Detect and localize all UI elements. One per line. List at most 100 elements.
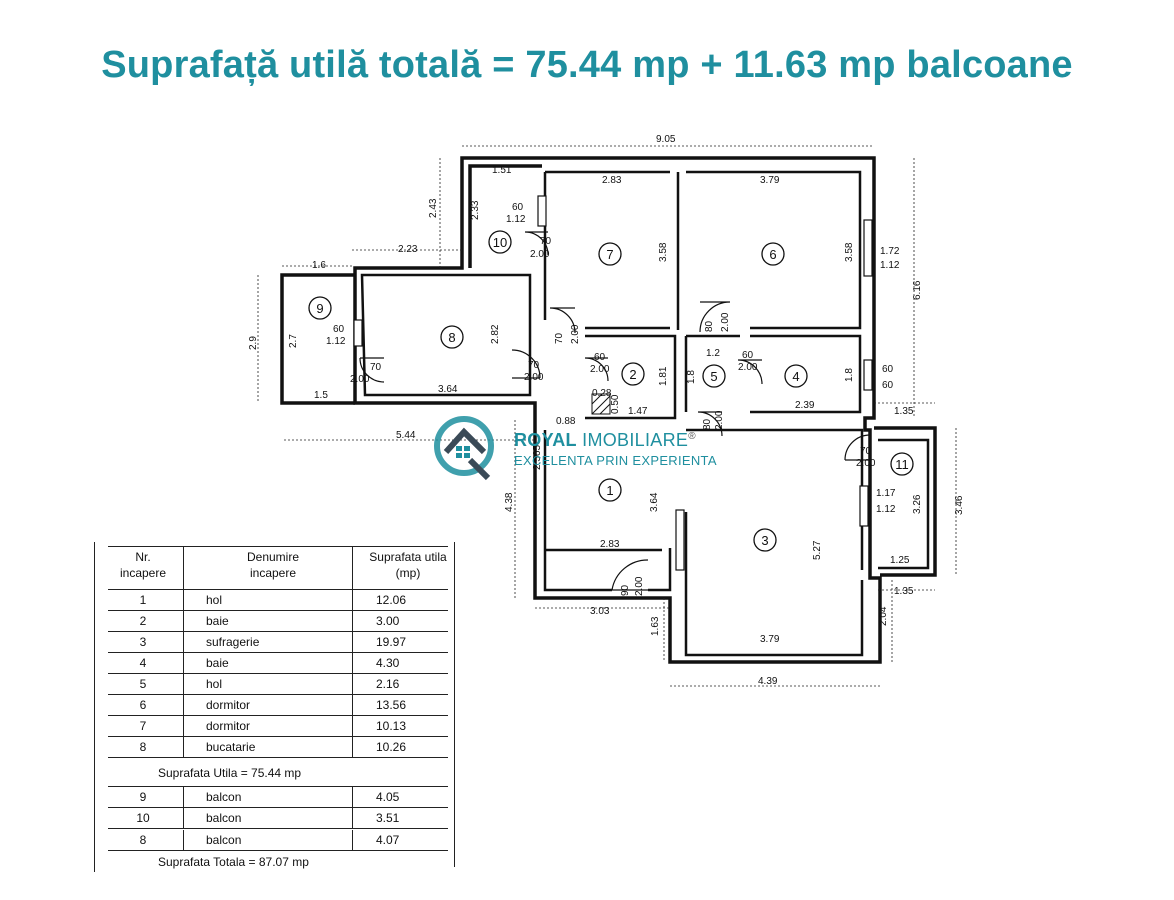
door-10-7 (524, 231, 549, 256)
dim-label: 2.00 (530, 249, 550, 260)
dim-label: 5.27 (812, 540, 823, 560)
dim-label: 60 (594, 352, 606, 363)
wall-2 (585, 334, 677, 420)
dim-label: 5.44 (396, 430, 416, 441)
dim-label: 60 (333, 324, 345, 335)
dim-label: 2.00 (570, 324, 581, 344)
dim-label: 1.51 (492, 165, 512, 176)
dim-label: 4.39 (758, 676, 778, 687)
door-11 (844, 434, 871, 461)
page-title: Suprafață utilă totală = 75.44 mp + 11.6… (101, 44, 1073, 86)
dim-label: 1.35 (894, 586, 914, 597)
dim-label: 2.33 (470, 200, 481, 220)
dim-label: 0.50 (610, 394, 621, 414)
dim-label: 6.16 (912, 280, 923, 300)
dim-label: 1.8 (686, 370, 697, 384)
legend-subtotal: Suprafata Utila = 75.44 mp (158, 766, 302, 780)
room-number-1: 1 (606, 483, 613, 498)
dim-label: 1.81 (658, 366, 669, 386)
dim-label: 2.04 (878, 606, 889, 626)
dim-label: 2.82 (490, 324, 501, 344)
dim-label: 60 (882, 380, 894, 391)
dim-label: 70 (528, 360, 540, 371)
dim-label: 70 (370, 362, 382, 373)
door-2 (584, 357, 609, 382)
dim-label: 3.79 (760, 634, 780, 645)
window-11 (859, 485, 869, 527)
dim-label: 70 (860, 446, 872, 457)
dim-label: 2.9 (248, 336, 259, 350)
dim-label: 3.03 (590, 606, 610, 617)
dim-label: 1.5 (314, 390, 328, 401)
dim-label: 2.00 (856, 458, 876, 469)
dim-label: 1.12 (326, 336, 346, 347)
brand-tagline: EXCELENTA PRIN EXPERIENTA (514, 453, 717, 468)
header-nr: Nr. incapere (119, 550, 167, 580)
dim-label: 3.26 (912, 494, 923, 514)
dim-label: 2.7 (288, 334, 299, 348)
dim-label: 2.00 (714, 410, 725, 430)
room-number-10: 10 (493, 235, 507, 250)
dim-label: 1.63 (650, 616, 661, 636)
dim-label: 1.6 (312, 260, 326, 271)
dim-label: 90 (620, 584, 631, 596)
wall-5 (684, 334, 740, 412)
house-logo-icon (434, 416, 494, 481)
room-number-4: 4 (792, 369, 799, 384)
dim-label: 1.47 (628, 406, 648, 417)
room-number-8: 8 (448, 330, 455, 345)
dim-label: 3.58 (658, 242, 669, 262)
dim-label: 0.88 (556, 416, 576, 427)
dim-label: 1.12 (506, 214, 526, 225)
dim-label: 3.64 (438, 384, 458, 395)
door-entry (611, 559, 649, 591)
dim-label: 9.05 (656, 134, 676, 145)
door-6 (699, 301, 731, 333)
header-area: Suprafata utila (mp) (369, 550, 447, 580)
room-number-2: 2 (629, 367, 636, 382)
brand-logo: ROYAL IMOBILIARE® EXCELENTA PRIN EXPERIE… (426, 412, 746, 482)
dim-label: 2.00 (350, 374, 370, 385)
wall-8 (360, 273, 532, 397)
dim-label: 2.565 (532, 445, 543, 470)
dim-label: 3.79 (760, 175, 780, 186)
dim-label: 70 (554, 332, 565, 344)
legend-header: Nr. incapere Denumire incapere Suprafata… (108, 546, 448, 590)
dim-label: 2.00 (720, 312, 731, 332)
dim-label: 3.64 (649, 492, 660, 512)
balcony-10-walls (468, 164, 542, 268)
dim-label: 4.38 (504, 492, 515, 512)
door-4 (737, 359, 763, 385)
room-number-11: 11 (895, 457, 909, 472)
brand-name: ROYAL IMOBILIARE® (514, 430, 696, 450)
dim-label: 1.12 (876, 504, 896, 515)
window-4 (863, 359, 873, 391)
door-7 (549, 307, 576, 334)
dim-label: 80 (702, 418, 713, 430)
window-8 (353, 319, 363, 347)
wall-outline (353, 156, 882, 664)
window-3 (675, 509, 685, 571)
header-name: Denumire incapere (246, 550, 300, 580)
dim-label: 2.00 (634, 576, 645, 596)
dim-label: 2.00 (590, 364, 610, 375)
dim-label: 2.83 (600, 539, 620, 550)
dim-label: 1.17 (876, 488, 896, 499)
dim-label: 1.12 (880, 260, 900, 271)
dim-label: 3.46 (954, 495, 965, 515)
door-8 (359, 357, 385, 383)
dim-label: 2.43 (428, 198, 439, 218)
dim-label: 1.8 (844, 368, 855, 382)
balcony-11-walls (874, 426, 937, 577)
window-6 (863, 219, 873, 277)
